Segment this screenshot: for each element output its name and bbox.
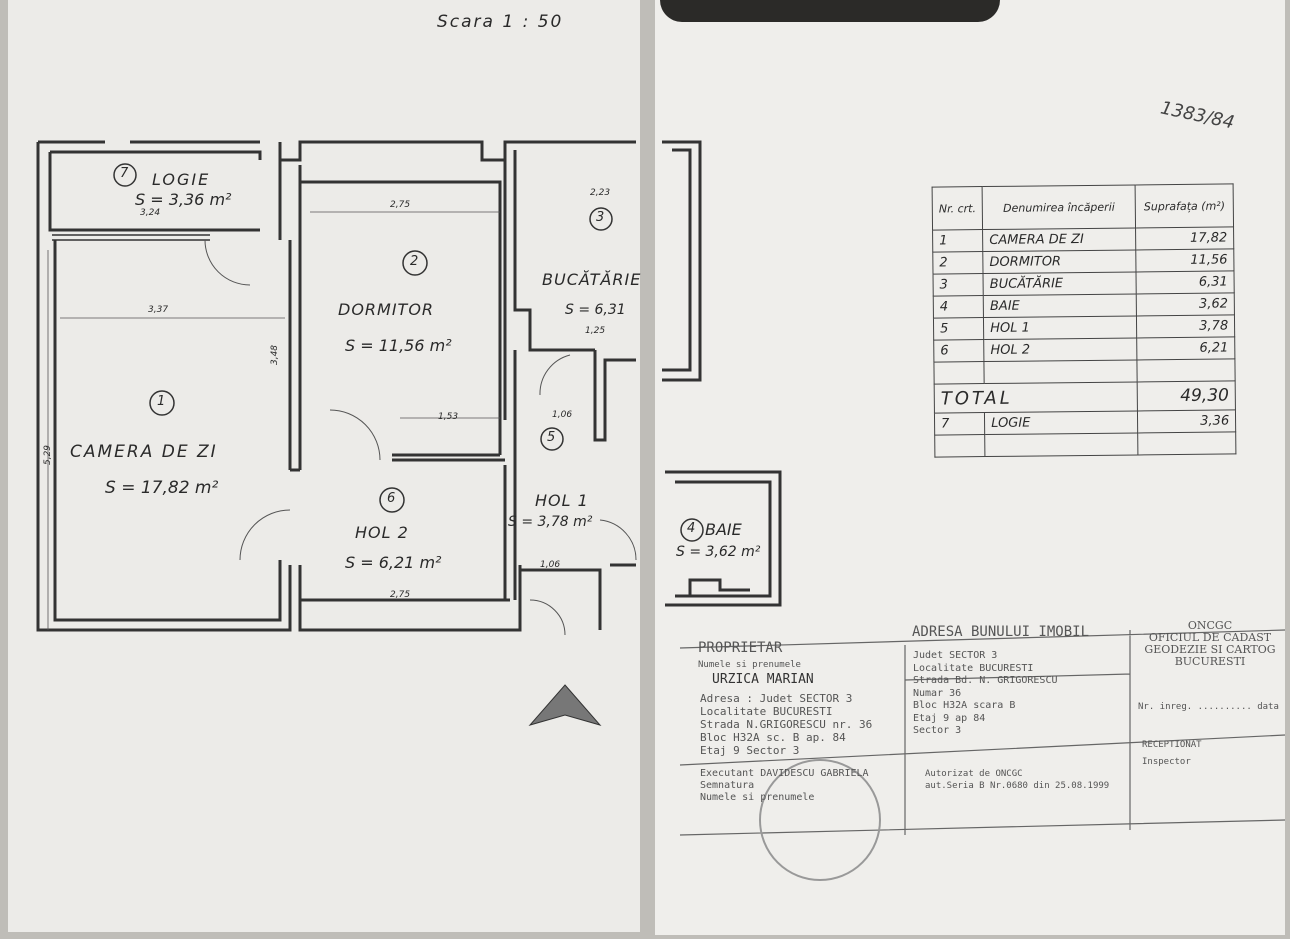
- title-block: [679, 629, 1286, 836]
- room-area-hol1: S = 3,78 m²: [508, 514, 593, 530]
- owner-name: URZICA MARIAN: [712, 672, 814, 687]
- dimension: 1,53: [438, 412, 459, 422]
- owner-name-label: Numele si prenumele: [698, 660, 801, 670]
- north-arrow-icon: [528, 684, 602, 726]
- room-area-baie: S = 3,62 m²: [676, 544, 761, 560]
- room-name-baie: BAIE: [705, 520, 742, 539]
- room-number: 3: [596, 210, 605, 225]
- dimension: 3,48: [270, 344, 281, 366]
- dimension: 3,24: [140, 208, 161, 218]
- left-page: [8, 0, 640, 932]
- room-name-hol1: HOL 1: [535, 491, 589, 510]
- address-title: ADRESA BUNULUI IMOBIL: [912, 624, 1090, 640]
- room-number: 4: [687, 521, 696, 536]
- room-area-camera: S = 17,82 m²: [105, 478, 219, 498]
- dimension: 1,25: [585, 326, 606, 336]
- room-name-bucatarie: BUCĂTĂRIE: [542, 270, 642, 289]
- dimension: 3,37: [148, 305, 169, 315]
- stamp: [759, 759, 881, 881]
- owner-title: PROPRIETAR: [698, 640, 783, 656]
- room-area-dormitor: S = 11,56 m²: [345, 336, 452, 355]
- room-name-logie: LOGIE: [152, 170, 211, 189]
- room-number: 6: [387, 491, 396, 506]
- wall-top: [38, 140, 636, 162]
- room-number: 5: [547, 430, 556, 445]
- wall-outer: [36, 142, 522, 632]
- received-label: RECEPTIONAT: [1142, 740, 1202, 750]
- dark-object: [660, 0, 1000, 22]
- room-name-dormitor: DORMITOR: [338, 300, 435, 319]
- room-number: 1: [157, 394, 166, 409]
- dimension: 1,06: [540, 560, 561, 570]
- room-number: 7: [120, 166, 129, 181]
- door-arc: [239, 509, 291, 561]
- registration-number: Nr. inreg. .......... data: [1138, 702, 1279, 712]
- room-number: 2: [410, 254, 419, 269]
- room-area-logie: S = 3,36 m²: [135, 190, 232, 209]
- inspector-label: Inspector: [1142, 757, 1191, 767]
- dimension: 2,75: [390, 590, 411, 600]
- right-page: [655, 0, 1285, 935]
- dimension: 2,75: [390, 200, 411, 210]
- room-area-hol2: S = 6,21 m²: [345, 553, 442, 572]
- dimension: 1,06: [552, 410, 573, 420]
- room-name-hol2: HOL 2: [355, 523, 409, 542]
- scale-label: Scara 1 : 50: [437, 12, 564, 32]
- room-area-bucatarie: S = 6,31: [565, 302, 626, 318]
- dimension: 2,23: [590, 188, 611, 198]
- dimension: 5,29: [43, 444, 54, 466]
- room-name-camera: CAMERA DE ZI: [70, 442, 218, 462]
